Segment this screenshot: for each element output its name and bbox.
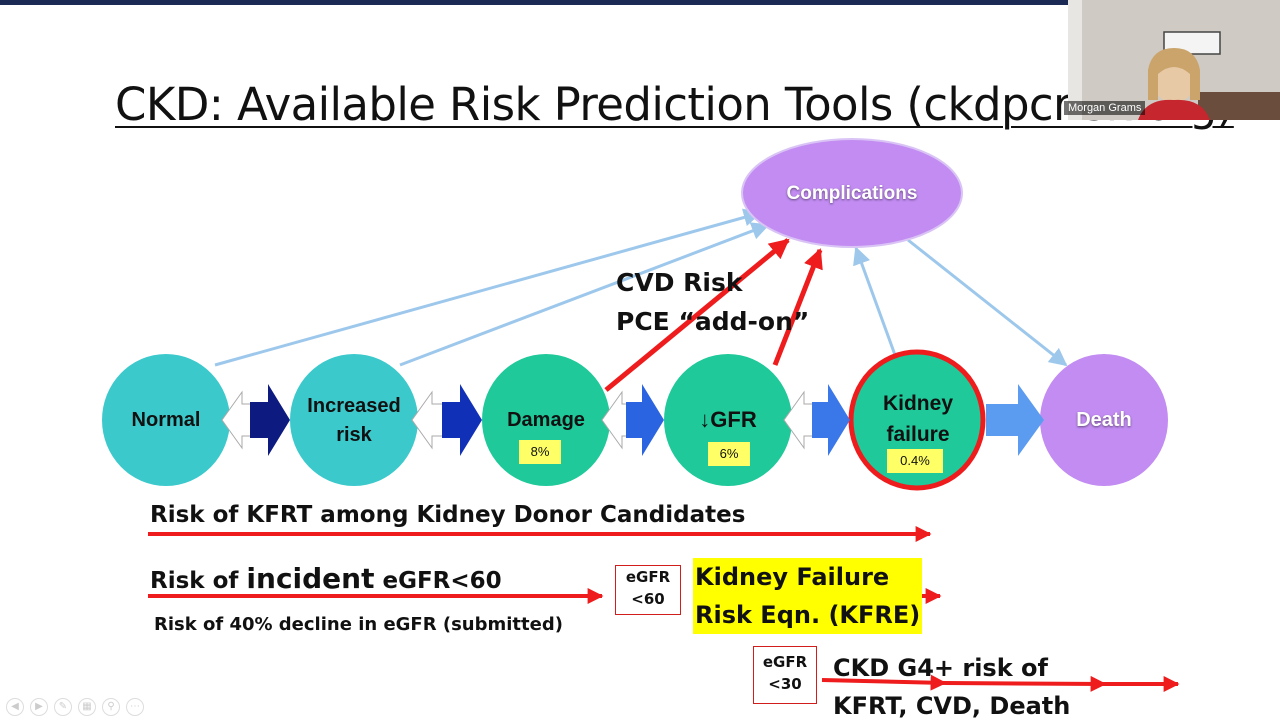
decline-risk-text: Risk of 40% decline in eGFR (submitted) bbox=[154, 614, 563, 635]
stage-normal-circle bbox=[102, 354, 230, 486]
gfr-percent-badge: 6% bbox=[708, 442, 750, 466]
egfr-30-line2: <30 bbox=[768, 675, 802, 693]
next-slide-icon[interactable]: ▶ bbox=[30, 698, 48, 716]
stage-damage-label: Damage bbox=[507, 409, 585, 431]
egfr-30-box: eGFR <30 bbox=[753, 646, 817, 704]
stage-increased-label-line1: Increased bbox=[307, 395, 401, 417]
participant-video-thumbnail[interactable] bbox=[1068, 0, 1280, 120]
slide-nav-toolbar: ◀ ▶ ✎ ▦ ⚲ ⋯ bbox=[6, 698, 144, 716]
stage-death-label: Death bbox=[1076, 409, 1132, 431]
incident-suffix: eGFR<60 bbox=[374, 568, 502, 594]
incident-risk-text: Risk of incident eGFR<60 bbox=[150, 562, 502, 595]
stage-kidney-failure-line2: failure bbox=[886, 423, 950, 446]
complications-ellipse bbox=[741, 138, 963, 248]
stage-kidney-failure-circle bbox=[848, 349, 986, 491]
stage-death-circle bbox=[1040, 354, 1168, 486]
stage-normal-label: Normal bbox=[131, 409, 201, 431]
kidney-failure-percent-badge: 0.4% bbox=[887, 449, 943, 473]
damage-percent-badge: 8% bbox=[519, 440, 561, 464]
egfr-60-line2: <60 bbox=[631, 590, 665, 608]
egfr-30-line1: eGFR bbox=[762, 653, 808, 671]
kfre-label: Kidney Failure Risk Eqn. (KFRE) bbox=[693, 558, 923, 634]
stage-increased-risk-circle bbox=[290, 354, 418, 486]
egfr-60-box: eGFR <60 bbox=[615, 565, 681, 615]
stage-gfr-label: ↓GFR bbox=[699, 407, 757, 432]
more-options-icon[interactable]: ⋯ bbox=[126, 698, 144, 716]
slides-grid-icon[interactable]: ▦ bbox=[78, 698, 96, 716]
light-blue-arrows bbox=[214, 208, 1068, 367]
slide-title: CKD: Available Risk Prediction Tools (ck… bbox=[115, 78, 1234, 131]
stage-damage-circle bbox=[482, 354, 610, 486]
stage-increased-label-line2: risk bbox=[336, 424, 372, 446]
stage-arrows bbox=[221, 384, 1044, 456]
kfre-line2: Risk Eqn. (KFRE) bbox=[695, 601, 921, 629]
kfre-line1: Kidney Failure bbox=[695, 563, 890, 591]
participant-name-label: Morgan Grams bbox=[1064, 101, 1146, 115]
incident-word: incident bbox=[246, 562, 375, 595]
pce-addon-label: PCE “add-on” bbox=[616, 307, 810, 336]
webcam-scene bbox=[1068, 0, 1280, 120]
incident-prefix: Risk of bbox=[150, 568, 247, 594]
egfr-60-line1: eGFR bbox=[625, 568, 671, 586]
red-cvd-arrows bbox=[604, 238, 823, 392]
stage-kidney-failure-line1: Kidney bbox=[882, 392, 953, 415]
complications-label: Complications bbox=[786, 183, 918, 204]
donor-risk-text: Risk of KFRT among Kidney Donor Candidat… bbox=[150, 502, 746, 528]
cvd-risk-label: CVD Risk bbox=[616, 268, 743, 297]
pen-icon[interactable]: ✎ bbox=[54, 698, 72, 716]
g4-risk-line1: CKD G4+ risk of bbox=[833, 654, 1048, 682]
stage-gfr-circle bbox=[664, 354, 792, 486]
zoom-icon[interactable]: ⚲ bbox=[102, 698, 120, 716]
top-bar bbox=[0, 0, 1068, 5]
previous-slide-icon[interactable]: ◀ bbox=[6, 698, 24, 716]
g4-risk-line2: KFRT, CVD, Death bbox=[833, 692, 1071, 720]
